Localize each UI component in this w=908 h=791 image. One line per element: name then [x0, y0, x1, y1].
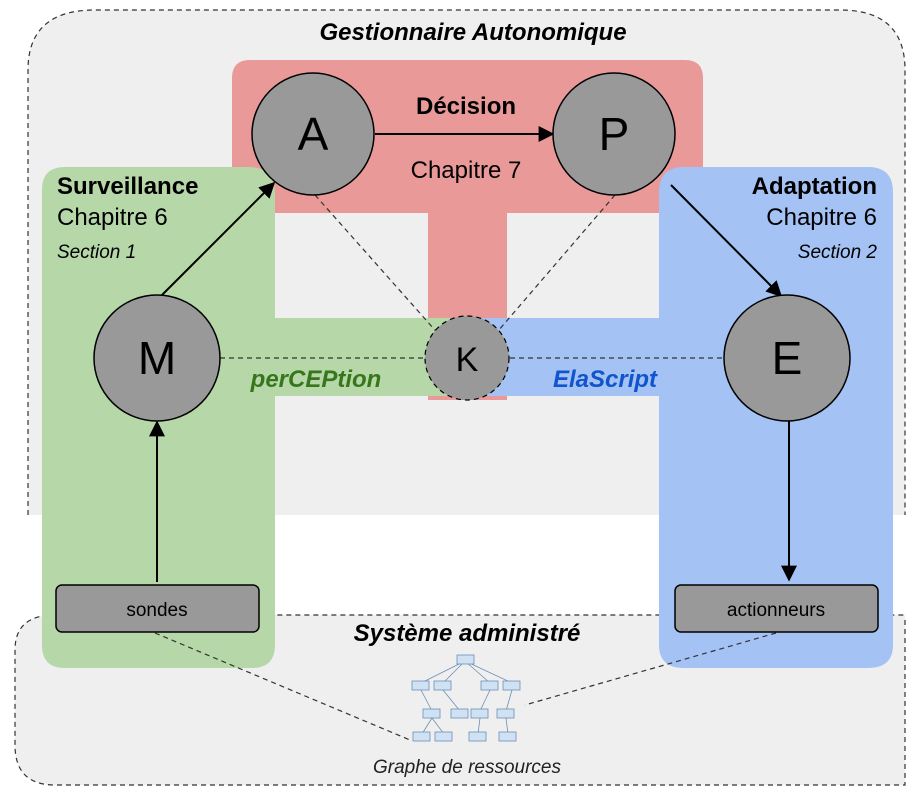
node-m: [93, 294, 221, 422]
node-m-label: M: [138, 332, 176, 384]
node-k: [424, 315, 510, 401]
node-p-label: P: [599, 108, 630, 160]
arrow-m-to-a: [159, 181, 276, 298]
monitoring-chapter: Chapitre 6: [57, 204, 168, 231]
adaptation-zone: [468, 167, 893, 668]
sensors-label: sondes: [126, 600, 187, 621]
arrow-p-to-e: [670, 184, 783, 298]
actuators-box: [674, 584, 879, 633]
elascript-label: ElaScript: [553, 366, 658, 393]
manager-title: Gestionnaire Autonomique: [319, 19, 626, 46]
managed-system-title: Système administré: [354, 620, 581, 647]
connector-p-k: [491, 194, 616, 339]
adaptation-chapter: Chapitre 6: [766, 204, 877, 231]
connector-a-k: [314, 194, 443, 339]
adaptation-title: Adaptation: [752, 173, 877, 200]
sensors-box: [55, 584, 260, 633]
resource-graph-thumbnail: [411, 654, 521, 742]
node-e-label: E: [772, 332, 803, 384]
perception-label: perCEPtion: [250, 366, 382, 393]
resource-graph-caption: Graphe de ressources: [373, 757, 561, 778]
connector-actuators-graph: [524, 632, 777, 706]
decision-title: Décision: [416, 93, 516, 120]
monitoring-zone: [42, 167, 468, 668]
node-e: [723, 294, 851, 422]
monitoring-section: Section 1: [57, 242, 136, 263]
node-p: [552, 72, 676, 196]
node-a-label: A: [298, 108, 329, 160]
actuators-label: actionneurs: [727, 600, 825, 621]
node-k-label: K: [456, 341, 479, 379]
decision-chapter: Chapitre 7: [411, 157, 522, 184]
monitoring-title: Surveillance: [57, 173, 198, 200]
adaptation-section: Section 2: [798, 242, 878, 263]
node-a: [251, 72, 375, 196]
connector-sensors-graph: [154, 632, 411, 741]
